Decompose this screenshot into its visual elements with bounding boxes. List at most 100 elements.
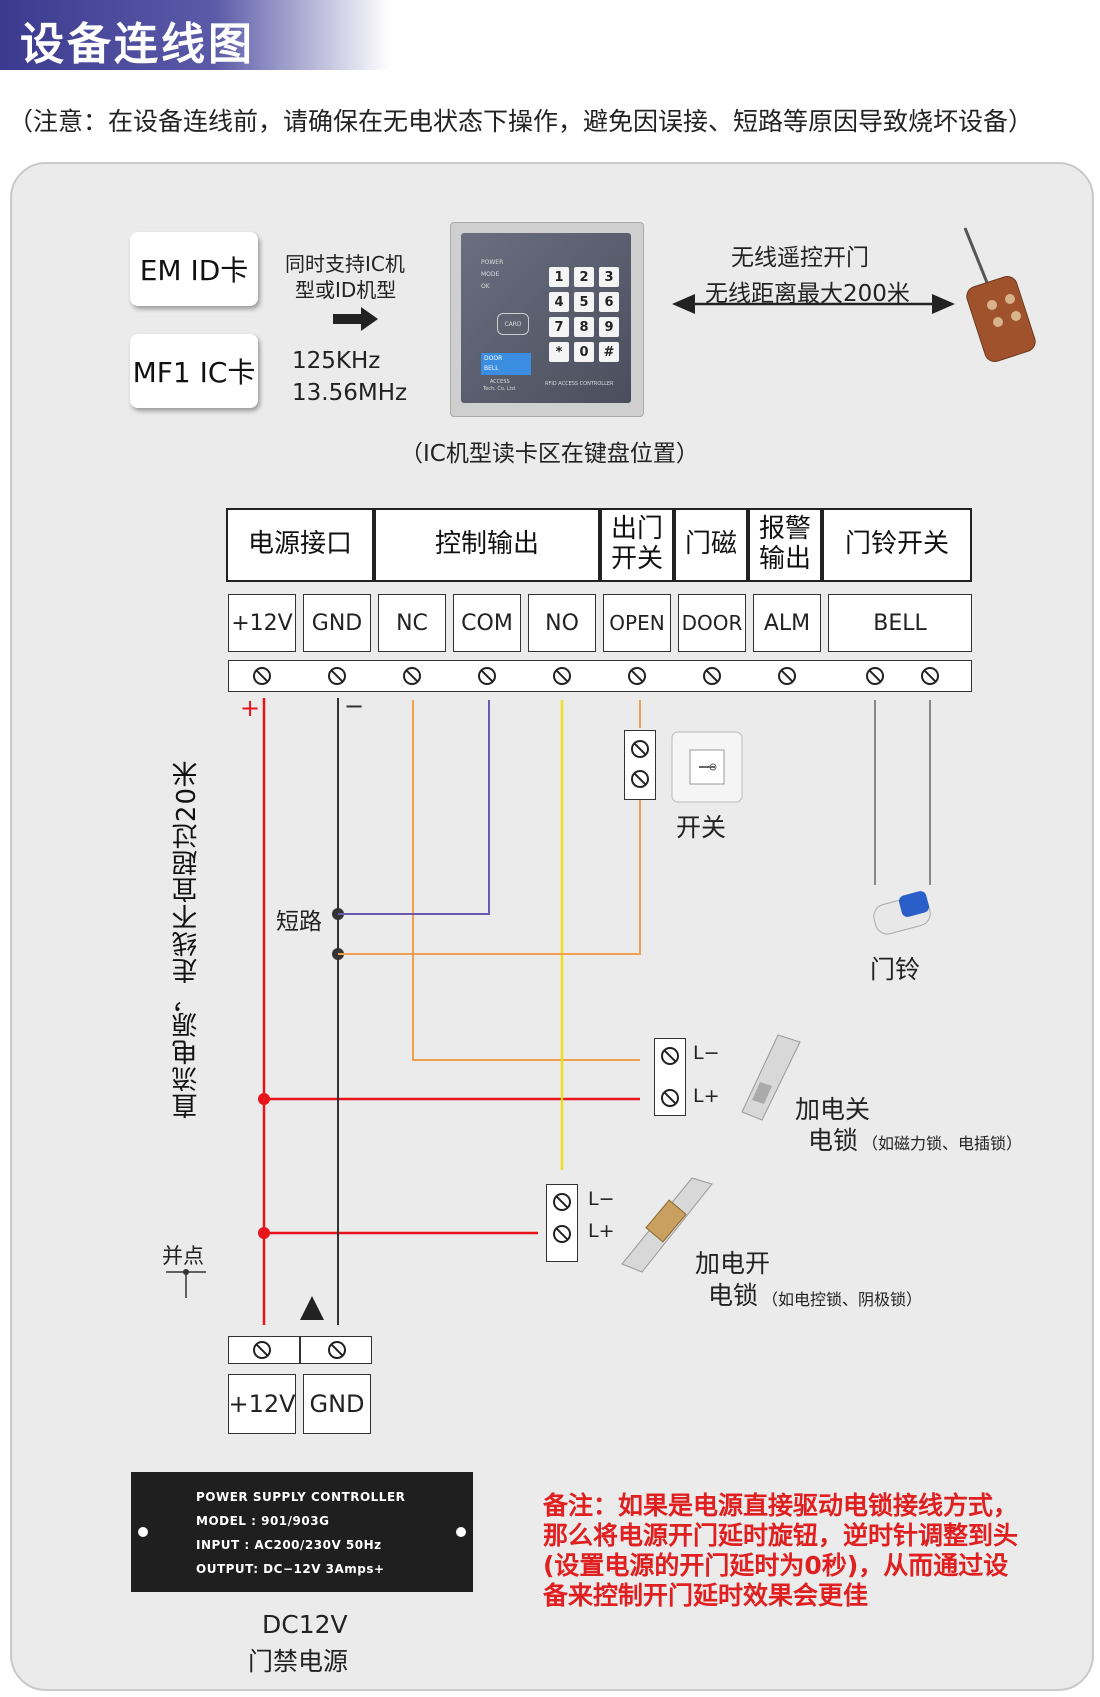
mount-hole <box>456 1527 466 1537</box>
junction-label: 并点 <box>162 1244 204 1268</box>
keypad-key[interactable]: 5 <box>574 292 594 312</box>
header-bell: 门铃开关 <box>822 508 972 582</box>
red-wire <box>262 698 640 1325</box>
psu-line1: POWER SUPPLY CONTROLLER <box>196 1490 406 1504</box>
freq-13mhz: 13.56MHz <box>292 380 408 406</box>
header-power: 电源接口 <box>226 508 374 582</box>
keypad-key[interactable]: 2 <box>574 267 594 287</box>
freq-125khz: 125KHz <box>292 348 381 374</box>
header-door: 门磁 <box>674 508 748 582</box>
header-exit: 出门 开关 <box>600 508 674 582</box>
gray-wire-bell <box>874 700 931 885</box>
brand-line2: Tech. Co. Ltd. <box>483 386 517 392</box>
screw-icon <box>253 1341 271 1359</box>
junction-marker-icon <box>166 1271 206 1298</box>
electric-bolt-lock-icon <box>741 1034 801 1121</box>
support-line1: 同时支持IC机 <box>285 252 405 276</box>
psu-terminal-12v: +12V <box>228 1374 296 1434</box>
screw-icon <box>403 667 421 685</box>
short-label: 短路 <box>276 909 322 935</box>
screw-icon <box>553 1193 571 1211</box>
remote-line1: 无线遥控开门 <box>731 245 869 271</box>
keypad-key[interactable]: 6 <box>599 292 619 312</box>
lock2-line1: 加电开 <box>695 1249 771 1278</box>
terminal-12v: +12V <box>228 594 296 652</box>
psu-line4: OUTPUT: DC−12V 3Amps+ <box>196 1562 385 1576</box>
screw-icon <box>661 1047 679 1065</box>
terminal-gnd: GND <box>303 594 371 652</box>
keypad-key[interactable]: * <box>549 342 569 362</box>
plus-sign: + <box>240 694 261 722</box>
door-bell-icon <box>873 891 931 935</box>
keypad-key[interactable]: 9 <box>599 317 619 337</box>
keypad-key[interactable]: 3 <box>599 267 619 287</box>
psu-line3: INPUT : AC200/230V 50Hz <box>196 1538 382 1552</box>
lock1-l-plus: L+ <box>693 1085 720 1107</box>
switch-label: 开关 <box>676 813 727 842</box>
lock1-l-minus: L− <box>693 1042 720 1064</box>
header-control: 控制输出 <box>374 508 600 582</box>
keypad-key[interactable]: # <box>599 342 619 362</box>
terminal-bell: BELL <box>828 594 972 652</box>
screw-icon <box>703 667 721 685</box>
door-label: DOOR <box>484 355 503 362</box>
bell-label: BELL <box>484 365 499 372</box>
bell-label: 门铃 <box>870 955 921 984</box>
remote-line2: 无线距离最大200米 <box>705 281 910 307</box>
keypad-key[interactable]: 8 <box>574 317 594 337</box>
lock1-line1: 加电关 <box>795 1095 871 1124</box>
screw-icon <box>921 667 939 685</box>
screw-icon <box>328 667 346 685</box>
terminal-door: DOOR <box>678 594 746 652</box>
screw-icon <box>866 667 884 685</box>
keypad-face: POWER MODE OK CARD DOOR BELL ACCESS Tech… <box>461 233 631 403</box>
red-junction-dot <box>258 1227 270 1239</box>
brand-line1: ACCESS <box>489 379 510 385</box>
orange-wire-nc <box>412 700 640 1061</box>
title-bar: 设备连线图 <box>0 0 390 70</box>
lock2-l-plus: L+ <box>588 1220 615 1242</box>
exit-switch-icon <box>671 731 743 803</box>
keypad-model: RFID ACCESS CONTROLLER <box>545 381 614 387</box>
screw-terminal-row <box>228 660 972 692</box>
page-title: 设备连线图 <box>20 19 255 70</box>
screw-icon <box>553 667 571 685</box>
up-arrow-icon <box>300 1296 324 1320</box>
lock2-l-minus: L− <box>588 1188 615 1210</box>
terminal-open: OPEN <box>603 594 671 652</box>
psu-line2: MODEL : 901/903G <box>196 1514 330 1528</box>
screw-icon <box>661 1089 679 1107</box>
led-power: POWER <box>481 259 504 266</box>
lock2-terminal-block <box>546 1184 578 1262</box>
electric-strike-lock-icon <box>621 1177 713 1273</box>
minus-sign: − <box>344 692 365 720</box>
mount-hole <box>138 1527 148 1537</box>
keypad-caption: （IC机型读卡区在键盘位置） <box>400 441 699 467</box>
keypad-key[interactable]: 0 <box>574 342 594 362</box>
support-line2: 型或ID机型 <box>295 278 397 302</box>
keypad-key[interactable]: 4 <box>549 292 569 312</box>
screw-icon <box>778 667 796 685</box>
keypad-key[interactable]: 1 <box>549 267 569 287</box>
terminal-nc: NC <box>378 594 446 652</box>
keypad-key[interactable]: 7 <box>549 317 569 337</box>
screw-icon <box>478 667 496 685</box>
lock1-line2: 电锁 <box>808 1126 859 1155</box>
terminal-com: COM <box>453 594 521 652</box>
terminal-no: NO <box>528 594 596 652</box>
led-mode: MODE <box>481 271 500 278</box>
terminal-alm: ALM <box>753 594 821 652</box>
em-id-card: EM ID卡 <box>130 232 258 306</box>
remote-control-icon <box>963 227 1036 363</box>
led-ok: OK <box>481 283 490 290</box>
psu-caption-1: DC12V <box>262 1610 348 1639</box>
screw-icon <box>631 740 649 758</box>
double-arrow-icon <box>672 294 955 314</box>
screw-icon <box>628 667 646 685</box>
power-supply-plate: POWER SUPPLY CONTROLLER MODEL : 901/903G… <box>131 1472 473 1592</box>
lock2-note: （如电控锁、阴极锁） <box>762 1290 923 1309</box>
purple-wire-com <box>338 700 490 915</box>
junction-dot <box>183 1269 189 1275</box>
